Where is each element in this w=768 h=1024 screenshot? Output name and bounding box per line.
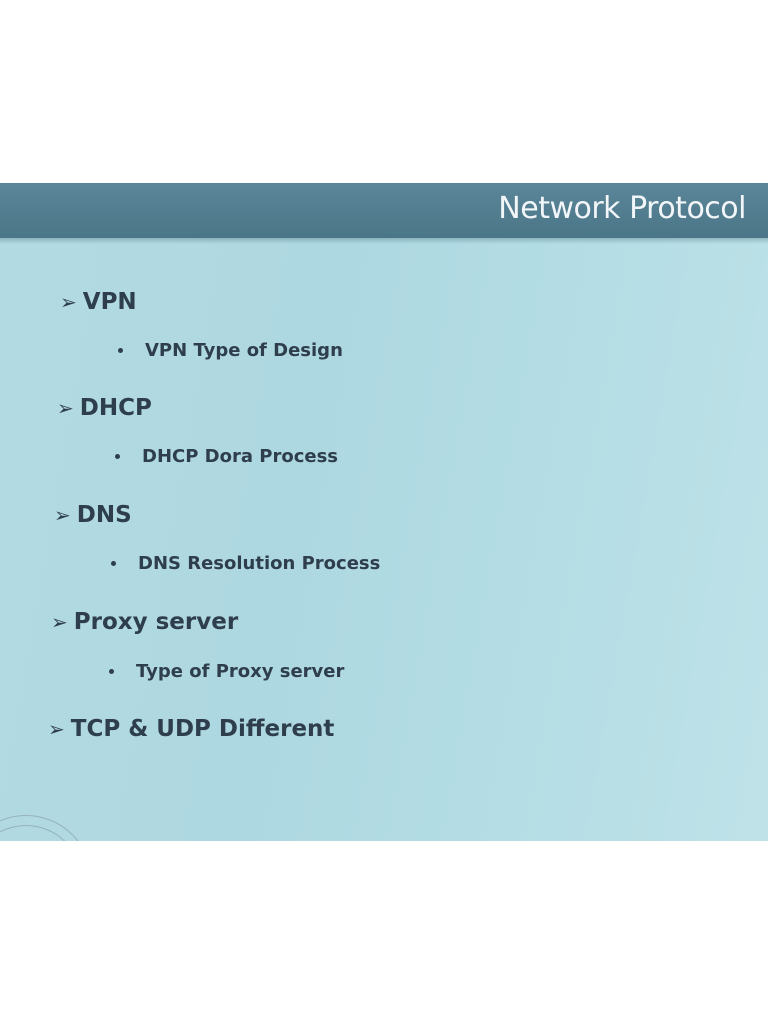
- bullet-proxy-server: ➢ Proxy server: [51, 609, 238, 635]
- bullet-label: Proxy server: [73, 609, 239, 635]
- bullet-vpn: ➢ VPN: [60, 289, 137, 315]
- title-bar-shadow: [0, 238, 768, 244]
- dot-bullet-icon: [118, 348, 123, 353]
- sub-bullet-label: Type of Proxy server: [136, 661, 345, 682]
- arrow-bullet-icon: ➢: [60, 290, 77, 314]
- sub-bullet-dns: DNS Resolution Process: [111, 553, 380, 574]
- bullet-tcp-udp: ➢ TCP & UDP Different: [48, 716, 334, 742]
- arrow-bullet-icon: ➢: [54, 503, 71, 527]
- arrow-bullet-icon: ➢: [57, 396, 74, 420]
- dot-bullet-icon: [111, 561, 116, 566]
- slide-title: Network Protocol: [498, 191, 746, 226]
- bullet-label: DHCP: [79, 395, 152, 421]
- bullet-dns: ➢ DNS: [54, 502, 132, 528]
- presentation-slide: Network Protocol ➢ VPN VPN Type of Desig…: [0, 183, 768, 841]
- arrow-bullet-icon: ➢: [48, 717, 65, 741]
- sub-bullet-proxy-server: Type of Proxy server: [109, 661, 344, 682]
- bullet-label: TCP & UDP Different: [70, 716, 335, 742]
- title-bar: Network Protocol: [0, 183, 768, 238]
- sub-bullet-label: VPN Type of Design: [145, 340, 343, 361]
- bullet-label: DNS: [76, 502, 132, 528]
- sub-bullet-label: DNS Resolution Process: [138, 553, 381, 574]
- arrow-bullet-icon: ➢: [51, 610, 68, 634]
- dot-bullet-icon: [115, 454, 120, 459]
- dot-bullet-icon: [109, 669, 114, 674]
- sub-bullet-label: DHCP Dora Process: [142, 446, 339, 467]
- sub-bullet-dhcp: DHCP Dora Process: [115, 446, 338, 467]
- bullet-label: VPN: [82, 289, 137, 315]
- bullet-dhcp: ➢ DHCP: [57, 395, 152, 421]
- sub-bullet-vpn: VPN Type of Design: [118, 340, 343, 361]
